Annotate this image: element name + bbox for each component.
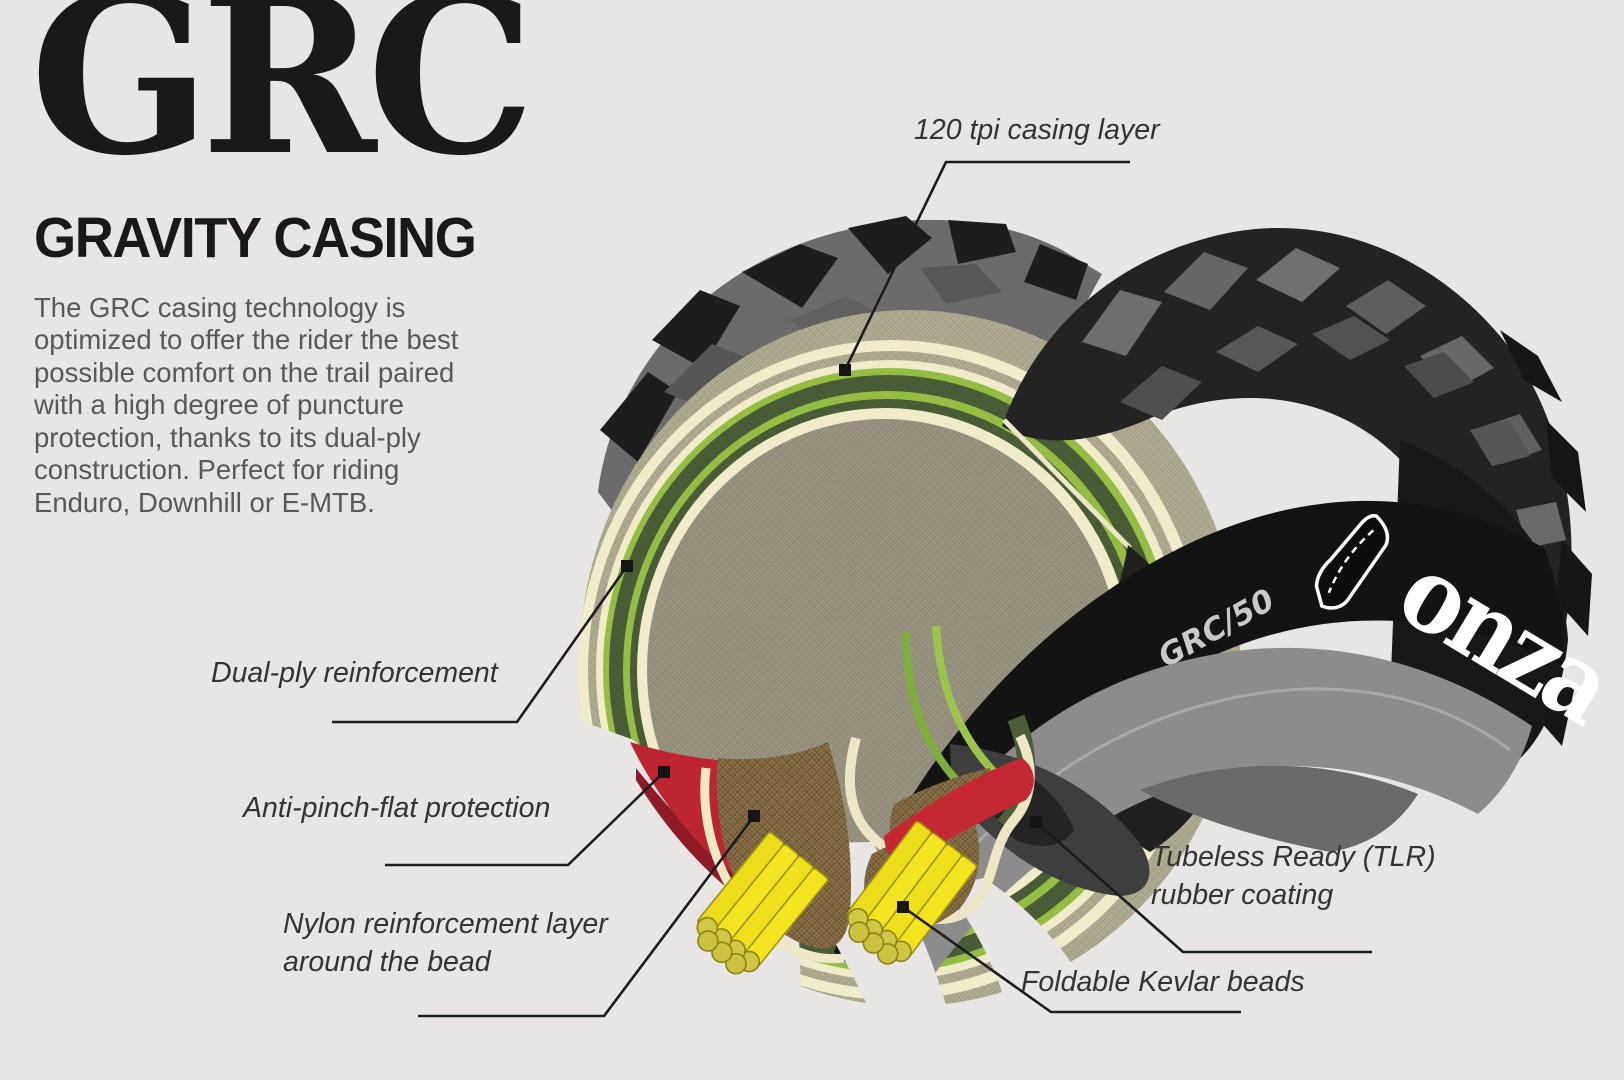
page-title: GRC: [30, 0, 535, 204]
label-nylon-line1: Nylon reinforcement layer: [283, 908, 608, 940]
tread-crown: [1002, 227, 1592, 748]
callout-marker: [1030, 816, 1042, 828]
leader-anti-pinch: [385, 771, 665, 867]
leader-nylon: [418, 815, 756, 1018]
leader-kevlar: [902, 905, 1241, 1014]
callout-marker: [621, 560, 633, 572]
label-dual-ply: Dual-ply reinforcement: [211, 657, 498, 689]
callout-marker: [748, 810, 760, 822]
leader-casing-layer: [843, 160, 1130, 371]
cut-seam-line: [1002, 418, 1132, 550]
label-kevlar-beads: Foldable Kevlar beads: [1021, 966, 1305, 998]
label-nylon-line2: around the bead: [283, 945, 491, 978]
label-anti-pinch: Anti-pinch-flat protection: [243, 792, 551, 824]
callout-marker: [839, 364, 851, 376]
bead-right-leg: [835, 625, 1036, 975]
bead-left-leg: [630, 742, 852, 985]
leader-markers: [621, 364, 1042, 913]
leader-lines: [332, 160, 1372, 1018]
callout-marker: [897, 901, 909, 913]
label-tubeless-line1: Tubeless Ready (TLR): [1151, 841, 1436, 873]
page-subtitle: GRAVITY CASING: [34, 206, 477, 270]
description-text: The GRC casing technology is optimized t…: [34, 292, 459, 518]
label-casing-layer: 120 tpi casing layer: [914, 114, 1160, 146]
leader-tubeless: [1035, 821, 1372, 954]
onza-emblem-icon: [1314, 514, 1390, 610]
leader-dual-ply: [332, 565, 629, 724]
callout-marker: [658, 766, 670, 778]
label-tubeless-ready: Tubeless Ready (TLR) rubber coating: [1151, 839, 1436, 915]
label-tubeless-line2: rubber coating: [1151, 878, 1334, 911]
label-nylon-reinforcement: Nylon reinforcement layer around the bea…: [283, 906, 608, 982]
gray-sidewall: [852, 647, 1532, 1002]
